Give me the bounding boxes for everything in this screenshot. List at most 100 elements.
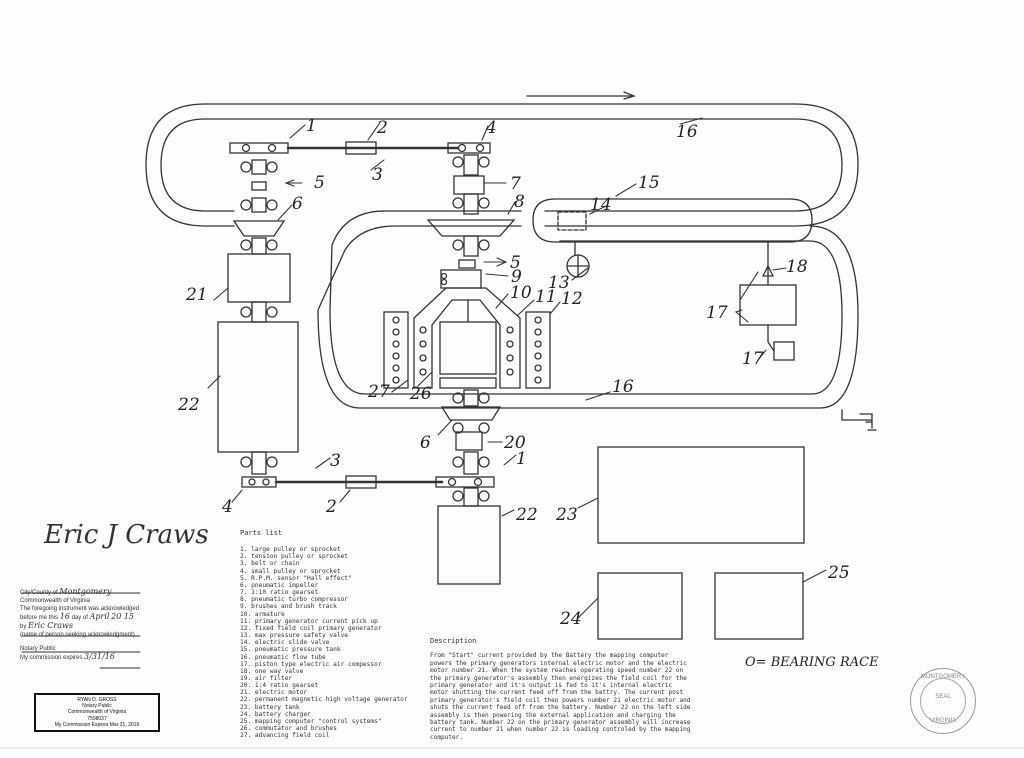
one-way-valve xyxy=(761,264,775,277)
callout-22-center: 22 xyxy=(515,505,538,525)
description-title: Description xyxy=(430,637,477,645)
callout-6-top: 6 xyxy=(292,194,303,214)
parts-list-item: 15. pneumatic pressure tank xyxy=(240,646,341,654)
county-value: Montgomery xyxy=(59,587,112,596)
parts-list-items: 1. large pulley or sprocket 2. tension p… xyxy=(240,546,430,739)
stamp-line: My Commission Expires Mar 31, 2016 xyxy=(54,721,140,728)
callout-4-top: 4 xyxy=(485,118,497,138)
parts-list-item: 5. R.P.M. sensor "Hall effect" xyxy=(240,574,352,582)
callout-26: 26 xyxy=(409,384,432,404)
battery-tank xyxy=(597,446,805,544)
left-assembly xyxy=(217,141,495,489)
parts-list-item: 7. 1:10 ratio gearset xyxy=(240,589,319,597)
callout-17: 17 xyxy=(706,303,728,323)
parts-list-item: 8. pneumatic turbo compressor xyxy=(240,596,349,604)
parts-list-item: 14. electric slide valve xyxy=(240,639,330,647)
callout-3-top: 3 xyxy=(372,165,383,185)
pneumatic-impeller-lower xyxy=(440,406,502,421)
parts-list-item: 12. fixed field coil primary generator xyxy=(240,624,382,632)
mapping-computer xyxy=(714,572,804,640)
parts-list-item: 3. belt or chain xyxy=(240,560,300,568)
callout-5-left: 5 xyxy=(314,173,325,193)
before-me-label: before me this xyxy=(20,615,59,621)
leader-lines xyxy=(207,117,827,619)
embossed-seal: MONTGOMERY SEAL VIRGINIA xyxy=(910,668,976,734)
notary-public-label: Notary Public xyxy=(20,646,56,652)
callout-4-bottom: 4 xyxy=(221,497,233,517)
commutator-and-brushes xyxy=(439,377,497,389)
stamp-line: RYAN D. GROSS xyxy=(77,697,117,703)
callout-labels: 1 2 4 3 5 6 7 8 5 9 10 11 12 13 14 15 16… xyxy=(177,116,850,629)
acknowledged-line: The foregoing instrument was acknowledge… xyxy=(20,606,140,612)
pneumatic-flow-tube-inner-loop xyxy=(204,118,843,395)
callout-13: 13 xyxy=(548,273,570,293)
callout-2-bottom: 2 xyxy=(325,497,337,517)
parts-list-item: 6. pneumatic impeller xyxy=(240,581,319,589)
callout-23: 23 xyxy=(555,505,578,525)
bearing-race-text: = BEARING RACE xyxy=(755,655,879,670)
notary-form-lines xyxy=(21,592,141,669)
piston-type-electric-air-compressor xyxy=(739,284,797,326)
tension-pulley-bottom xyxy=(345,475,377,489)
gearset-1-10 xyxy=(453,175,485,195)
parts-list-item: 19. air filter xyxy=(240,674,293,682)
callout-27: 27 xyxy=(367,382,390,402)
high-voltage-generator-center xyxy=(437,505,501,585)
battery-charger xyxy=(597,572,683,640)
pneumatic-impeller xyxy=(232,220,286,237)
callout-16-top: 16 xyxy=(676,122,698,142)
year-value: 20 15 xyxy=(111,612,135,621)
gearset-1-4 xyxy=(455,431,483,451)
fixed-field-coil-left xyxy=(383,311,409,389)
brush-track xyxy=(440,269,482,289)
day-value: 16 xyxy=(59,612,70,621)
parts-list-item: 9. brushes and brush track xyxy=(240,603,337,611)
callout-17b: 17 xyxy=(742,349,764,369)
pneumatic-pressure-tank xyxy=(532,198,813,243)
callout-7: 7 xyxy=(510,174,521,194)
electric-motor xyxy=(227,253,291,303)
parts-list-item: 4. small pulley or sprocket xyxy=(240,567,341,575)
parts-list-item: 18. one way valve xyxy=(240,667,304,675)
callout-6-bottom: 6 xyxy=(420,433,431,453)
commission-label: My commission expires xyxy=(20,655,83,661)
by-value: Eric Craws xyxy=(28,621,73,630)
callout-22-left: 22 xyxy=(177,395,200,415)
parts-list-item: 21. electric motor xyxy=(240,689,308,697)
state-line: Commonwealth of Virginia xyxy=(20,598,90,604)
parts-list-item: 17. piston type electric air compessor xyxy=(240,660,382,668)
by-label: by xyxy=(20,624,27,630)
pneumatic-flow-tube-outer-loop xyxy=(204,103,859,409)
parts-list-item: 25. mapping computer "control systems" xyxy=(240,717,382,725)
stray-arrow xyxy=(623,91,636,100)
electric-slide-valve xyxy=(557,211,587,231)
stamp-line: Notary Public xyxy=(82,703,112,710)
month-value: April xyxy=(89,612,110,621)
parts-list-item: 26. commutator and brushes xyxy=(240,725,337,733)
callout-16-bottom: 16 xyxy=(612,377,634,397)
high-voltage-generator xyxy=(217,321,299,453)
commission-value: 3/31/16 xyxy=(84,652,115,661)
callout-11: 11 xyxy=(535,287,557,307)
callout-20: 20 xyxy=(503,433,526,453)
stamp-line: Commonwealth of Virginia xyxy=(67,709,127,716)
rpm-sensor-center xyxy=(458,259,476,269)
county-label: City/County of xyxy=(20,590,58,596)
parts-list-item: 2. tension pulley or sprocket xyxy=(240,553,349,561)
callout-5-center: 5 xyxy=(510,253,521,273)
by-caption: (name of person seeking acknowledgment) xyxy=(20,632,135,638)
callout-2-top: 2 xyxy=(376,118,388,138)
notary-stamp: RYAN D. GROSS Notary Public Commonwealth… xyxy=(34,693,160,733)
armature xyxy=(439,321,497,375)
inventor-signature: Eric J Craws xyxy=(44,520,209,550)
callout-1-bottom: 1 xyxy=(516,449,527,469)
ground-symbol xyxy=(841,409,877,431)
rpm-sensor xyxy=(251,181,267,191)
bearing-race-legend: O= BEARING RACE xyxy=(745,655,879,670)
callout-21: 21 xyxy=(185,285,208,305)
callout-3-bottom: 3 xyxy=(330,451,341,471)
callout-15: 15 xyxy=(638,173,660,193)
description-text: From "Start" current provided by the Bat… xyxy=(430,652,691,741)
